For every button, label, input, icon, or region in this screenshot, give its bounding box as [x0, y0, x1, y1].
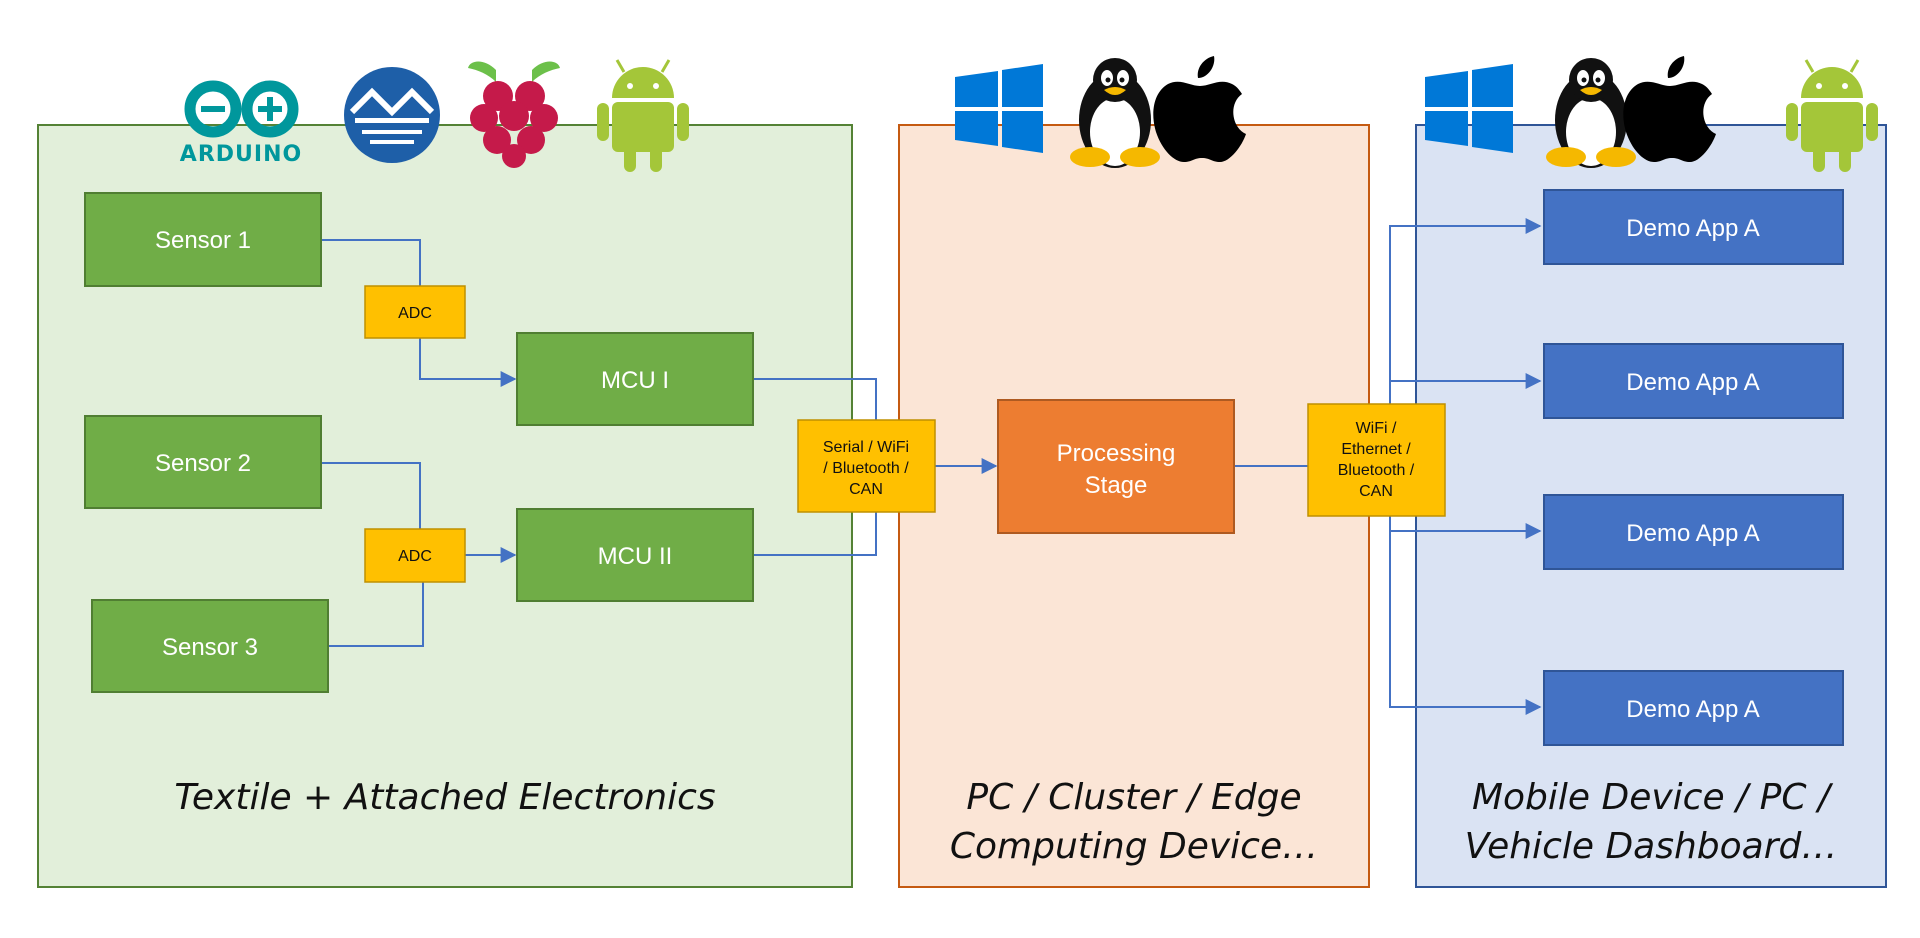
- windows-logo: [955, 64, 1043, 153]
- link-left-line1: Serial / WiFi: [823, 439, 909, 456]
- connector-link-app1: [1389, 218, 1542, 406]
- mcu-2-label: MCU II: [598, 543, 673, 570]
- apple-logo: [1153, 56, 1246, 162]
- demo-app-4: Demo App A: [1543, 670, 1844, 746]
- sensor-1-label: Sensor 1: [155, 227, 251, 254]
- link-right-line3: Bluetooth /: [1338, 462, 1415, 479]
- link-chip-left: Serial / WiFi / Bluetooth / CAN: [797, 419, 936, 513]
- processing-line1: Processing: [1057, 440, 1176, 467]
- raspberry-pi-logo: [468, 61, 560, 168]
- sensor-3: Sensor 3: [91, 599, 329, 693]
- adc-2-label: ADC: [398, 548, 432, 565]
- panel-mobile-label-line2: Vehicle Dashboard…: [1465, 826, 1838, 867]
- microchip-logo: [344, 67, 440, 163]
- mcu-1-label: MCU I: [601, 367, 669, 394]
- mcu-2: MCU II: [516, 508, 754, 602]
- arduino-logo-text: ARDUINO: [180, 142, 302, 167]
- sensor-2-label: Sensor 2: [155, 450, 251, 477]
- mcu-1: MCU I: [516, 332, 754, 426]
- processing-stage: Processing Stage: [997, 399, 1235, 534]
- connector-sensor1-adc1: [321, 239, 421, 286]
- connector-link-app4: [1389, 516, 1542, 715]
- link-right-line2: Ethernet /: [1341, 441, 1411, 458]
- adc-1: ADC: [364, 285, 466, 339]
- link-left-line2: / Bluetooth /: [823, 460, 909, 477]
- connectors-textile: [321, 239, 1308, 647]
- panel-pc-label-line2: Computing Device…: [950, 826, 1318, 867]
- sensor-2: Sensor 2: [84, 415, 322, 509]
- demo-app-1-label: Demo App A: [1626, 215, 1759, 242]
- demo-app-1: Demo App A: [1543, 189, 1844, 265]
- processing-line2: Stage: [1085, 472, 1148, 499]
- connector-sensor3-adc2: [328, 582, 424, 647]
- adc-1-label: ADC: [398, 305, 432, 322]
- connector-adc1-mcu1: [419, 338, 517, 387]
- android-logo: [597, 59, 689, 172]
- connectors-mobile: [1389, 218, 1542, 715]
- link-right-line1: WiFi /: [1356, 420, 1397, 437]
- demo-app-2-label: Demo App A: [1626, 369, 1759, 396]
- link-right-line4: CAN: [1359, 483, 1393, 500]
- sensor-3-label: Sensor 3: [162, 634, 258, 661]
- demo-app-2: Demo App A: [1543, 343, 1844, 419]
- windows-logo-right: [1425, 64, 1513, 153]
- connector-sensor2-adc2: [321, 462, 421, 529]
- android-logo-right: [1786, 59, 1878, 172]
- adc-2: ADC: [364, 528, 466, 583]
- apple-logo-right: [1623, 56, 1716, 162]
- link-chip-right: WiFi / Ethernet / Bluetooth / CAN: [1307, 403, 1446, 517]
- connector-mcu2-link: [753, 512, 877, 556]
- demo-app-3-label: Demo App A: [1626, 520, 1759, 547]
- panel-mobile-label-line1: Mobile Device / PC /: [1472, 777, 1834, 818]
- demo-app-3: Demo App A: [1543, 494, 1844, 570]
- panel-textile-label: Textile + Attached Electronics: [174, 777, 715, 818]
- linux-tux-logo: [1070, 58, 1160, 168]
- sensor-1: Sensor 1: [84, 192, 322, 287]
- link-left-line3: CAN: [849, 481, 883, 498]
- panel-pc-label-line1: PC / Cluster / Edge: [966, 777, 1301, 818]
- demo-app-4-label: Demo App A: [1626, 696, 1759, 723]
- arduino-logo: ARDUINO: [180, 80, 302, 167]
- connector-mcu1-link: [753, 378, 877, 420]
- linux-tux-logo-right: [1546, 58, 1636, 168]
